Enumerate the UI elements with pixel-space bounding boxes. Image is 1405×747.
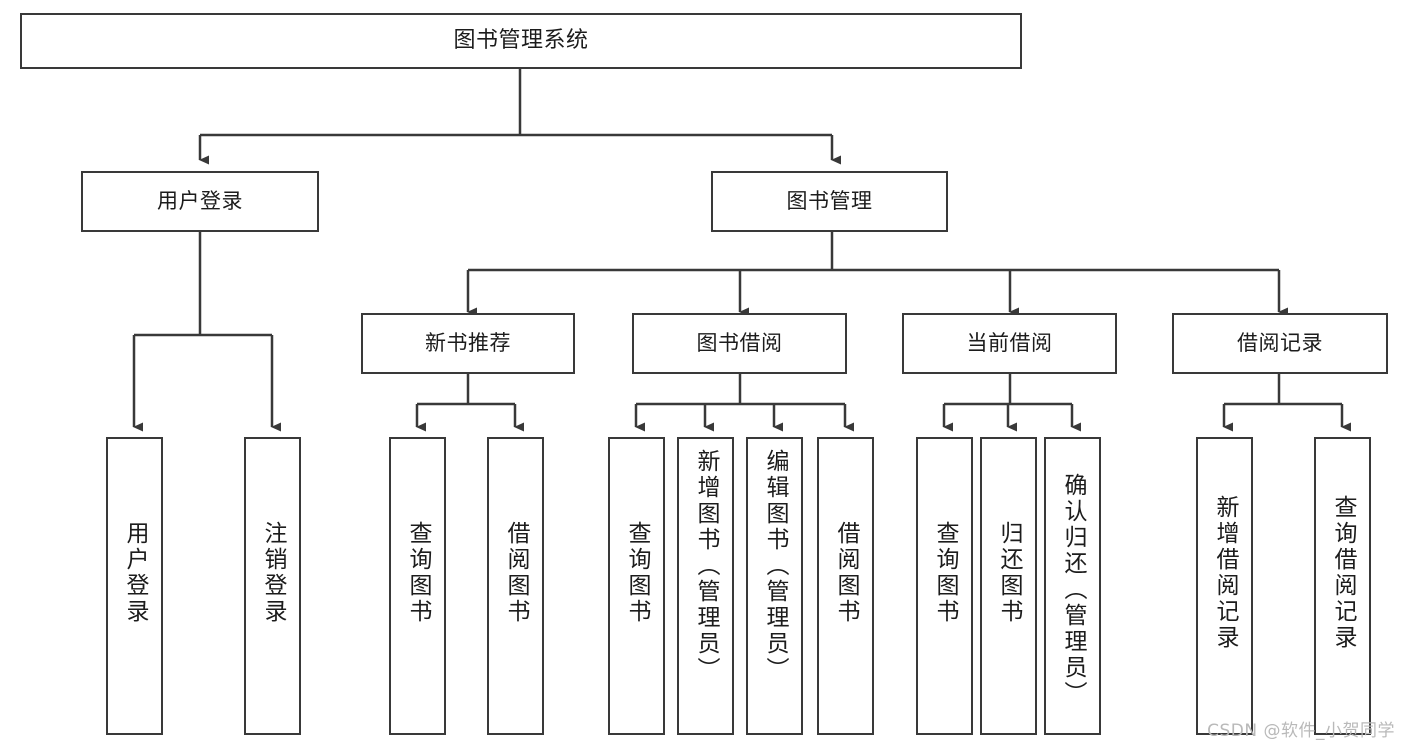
node-book-management[interactable]: 图书管理 xyxy=(711,171,948,232)
leaf-borrow-book-recommend[interactable]: 借阅图书 xyxy=(487,437,544,735)
leaf-add-borrow-record[interactable]: 新增借阅记录 xyxy=(1196,437,1253,735)
node-label: 新增借阅记录 xyxy=(1212,495,1238,651)
leaf-edit-book-admin[interactable]: 编辑图书（管理员） xyxy=(746,437,803,735)
leaf-confirm-return-admin[interactable]: 确认归还（管理员） xyxy=(1044,437,1101,735)
node-label: 借阅图书 xyxy=(833,521,859,625)
node-label: 图书管理系统 xyxy=(453,28,589,54)
node-user-login[interactable]: 用户登录 xyxy=(81,171,319,232)
leaf-query-book-current[interactable]: 查询图书 xyxy=(916,437,973,735)
node-label: 确认归还（管理员） xyxy=(1060,473,1086,707)
node-label: 新增图书（管理员） xyxy=(693,449,719,683)
node-label: 用户登录 xyxy=(122,521,148,625)
node-label: 编辑图书（管理员） xyxy=(762,449,788,683)
node-book-borrow[interactable]: 图书借阅 xyxy=(632,313,847,374)
node-label: 用户登录 xyxy=(157,189,243,214)
leaf-borrow-book[interactable]: 借阅图书 xyxy=(817,437,874,735)
node-label: 图书管理 xyxy=(786,189,873,214)
csdn-watermark: CSDN @软件_小贺同学 xyxy=(1207,721,1395,741)
leaf-logout[interactable]: 注销登录 xyxy=(244,437,301,735)
leaf-query-book-borrow[interactable]: 查询图书 xyxy=(608,437,665,735)
node-new-book-recommend[interactable]: 新书推荐 xyxy=(361,313,575,374)
node-label: 当前借阅 xyxy=(966,331,1053,356)
leaf-add-book-admin[interactable]: 新增图书（管理员） xyxy=(677,437,734,735)
node-borrow-record[interactable]: 借阅记录 xyxy=(1172,313,1388,374)
node-label: 查询图书 xyxy=(624,521,650,625)
leaf-return-book[interactable]: 归还图书 xyxy=(980,437,1037,735)
node-label: 注销登录 xyxy=(260,521,286,625)
node-current-borrow[interactable]: 当前借阅 xyxy=(902,313,1117,374)
node-label: 查询借阅记录 xyxy=(1330,495,1356,651)
leaf-user-login[interactable]: 用户登录 xyxy=(106,437,163,735)
node-label: 借阅记录 xyxy=(1237,331,1323,356)
node-label: 查询图书 xyxy=(932,521,958,625)
leaf-query-book-recommend[interactable]: 查询图书 xyxy=(389,437,446,735)
node-root-system[interactable]: 图书管理系统 xyxy=(20,13,1022,69)
node-label: 新书推荐 xyxy=(425,331,511,356)
node-label: 归还图书 xyxy=(996,521,1022,625)
node-label: 查询图书 xyxy=(405,521,431,625)
node-label: 借阅图书 xyxy=(503,521,529,625)
node-label: 图书借阅 xyxy=(696,331,783,356)
leaf-query-borrow-record[interactable]: 查询借阅记录 xyxy=(1314,437,1371,735)
